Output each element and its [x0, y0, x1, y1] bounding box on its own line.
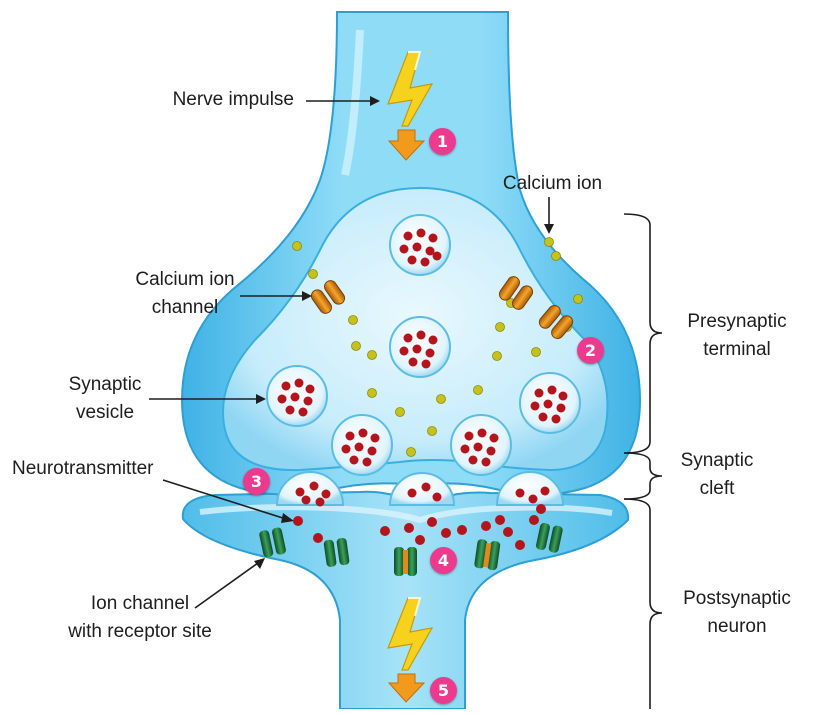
postsynaptic-label-line2: neuron — [662, 615, 812, 639]
synaptic-vesicle-label-line1: Synaptic — [50, 373, 160, 397]
step-badge-5: 5 — [430, 677, 457, 704]
ion-channel-label-line1: Ion channel — [30, 592, 250, 616]
step-badge-4: 4 — [430, 547, 457, 574]
vesicle — [390, 317, 450, 377]
postsynaptic-label-line1: Postsynaptic — [662, 587, 812, 611]
calcium-ion-channel-label-line1: Calcium ion — [115, 268, 255, 292]
calcium-ion-channel-label-line2: channel — [115, 296, 255, 320]
receptor-ion-channel — [394, 547, 417, 576]
cleft-bracket — [624, 453, 662, 499]
nerve-impulse-label: Nerve impulse — [173, 88, 294, 112]
receptor-ion-channel — [474, 539, 501, 571]
synaptic-vesicle-label-line2: vesicle — [50, 401, 160, 425]
step-badge-1: 1 — [429, 128, 456, 155]
presynaptic-label-line1: Presynaptic — [662, 310, 812, 334]
vesicle — [520, 373, 580, 433]
region-brackets — [624, 214, 662, 709]
vesicle — [267, 366, 327, 426]
synaptic-cleft-label-line1: Synaptic — [662, 449, 772, 473]
vesicle — [451, 415, 511, 475]
vesicle — [332, 415, 392, 475]
neurotransmitter-label: Neurotransmitter — [12, 457, 154, 481]
ion-channel-label-line2: with receptor site — [30, 620, 250, 644]
presynaptic-label-line2: terminal — [662, 338, 812, 362]
vesicle — [390, 215, 450, 275]
postsynaptic-bracket — [624, 499, 662, 709]
step-badge-3: 3 — [243, 468, 270, 495]
synaptic-cleft-label-line2: cleft — [662, 477, 772, 501]
calcium-ion-label: Calcium ion — [480, 172, 625, 196]
step-badge-2: 2 — [577, 337, 604, 364]
